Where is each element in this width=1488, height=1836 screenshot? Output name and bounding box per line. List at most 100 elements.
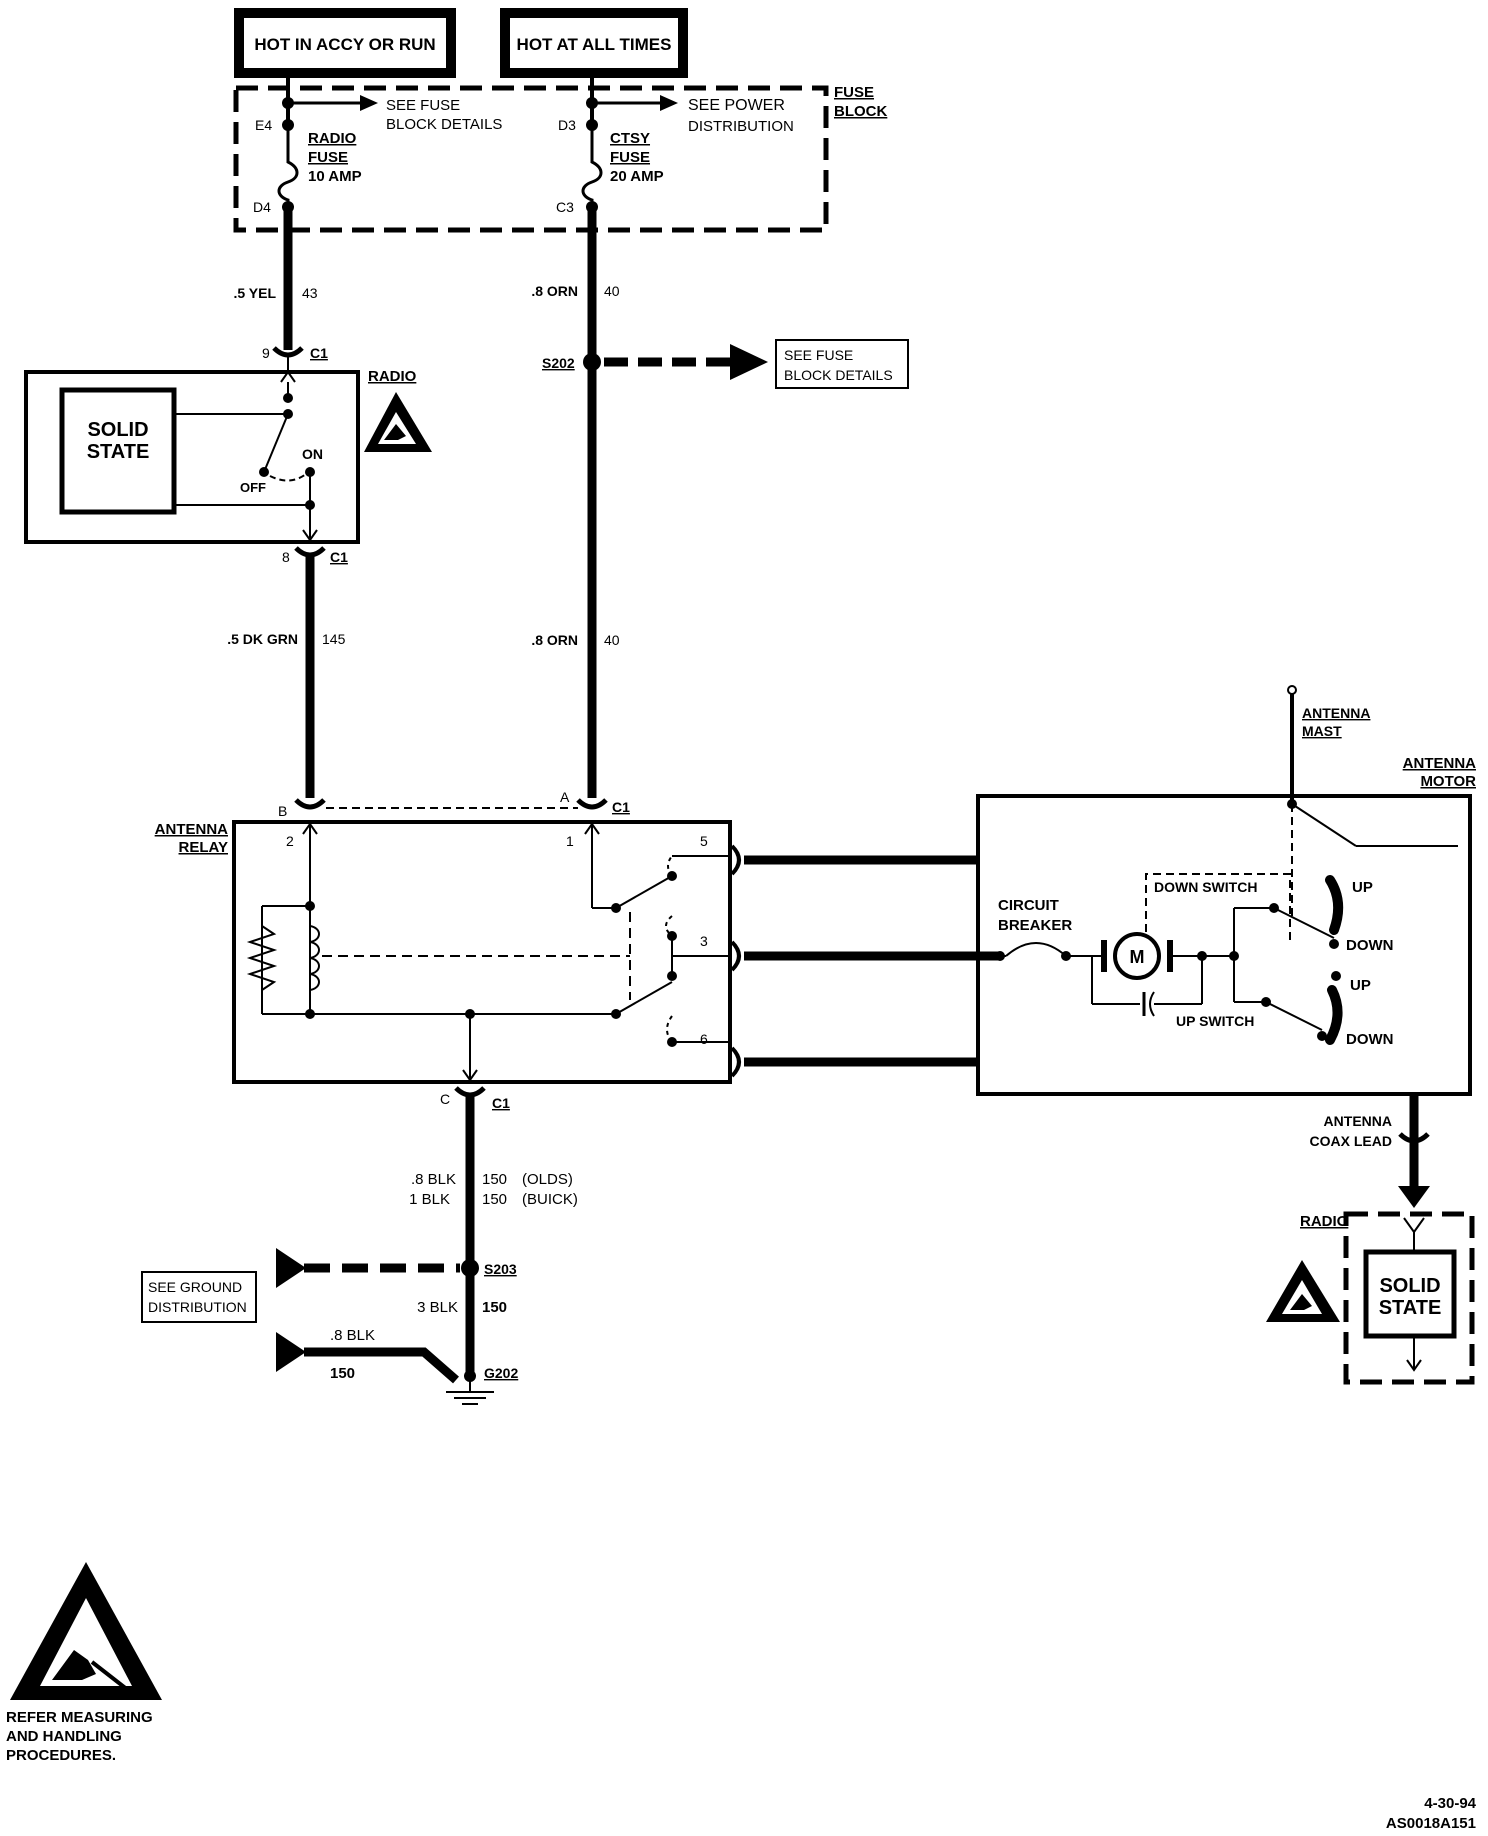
s202-see-text: SEE FUSE [784,347,853,363]
radio-power-switch [174,382,318,542]
svg-text:PROCEDURES.: PROCEDURES. [6,1747,116,1764]
antenna-mast-label: ANTENNA [1302,705,1370,721]
radio-fuse-out-pin: D4 [253,199,271,215]
ctsy-fuse-rating: 20 AMP [610,168,664,185]
blk-wire-buick-circuit: 150 [482,1191,507,1208]
ground-see-text: SEE GROUND [148,1279,242,1295]
motor-harness [744,855,1000,1067]
radio-pin-9: 9 [262,345,270,361]
hot-accy-run-label: HOT IN ACCY OR RUN [254,35,435,54]
svg-text:DISTRIBUTION: DISTRIBUTION [688,118,794,135]
radio2-box [1343,1211,1475,1385]
blk-3-circuit: 150 [482,1299,507,1316]
hot-all-times-label: HOT AT ALL TIMES [517,35,672,54]
orn-wire-top-gauge: .8 ORN [531,283,578,299]
radio-fuse-in-pin: E4 [255,117,272,133]
antenna-relay-internals [246,822,728,1082]
svg-text:STATE: STATE [1379,1297,1442,1319]
radio-solid-state-box [59,387,177,515]
g202-ground-icon [446,1376,494,1405]
ctsy-fuse-out-pin: C3 [556,199,574,215]
relay-terminal-6: 6 [700,1031,708,1047]
esd-note-text: REFER MEASURING [6,1709,153,1726]
yel-wire-gauge: .5 YEL [233,285,276,301]
radio-fuse-see: SEE FUSE [386,97,460,114]
orn-wire-top-circuit: 40 [604,283,620,299]
svg-text:BLOCK DETAILS: BLOCK DETAILS [784,367,893,383]
radio2-internal [1403,1217,1425,1372]
s203-arrow [276,1248,306,1288]
radio-connector-pin-9 [272,346,304,383]
blk-wire-olds-note: (OLDS) [522,1171,573,1188]
antenna-motor-label: ANTENNA [1403,755,1476,772]
svg-text:BLOCK DETAILS: BLOCK DETAILS [386,116,502,133]
fuse-block-title: FUSE [834,84,874,101]
g202-label: G202 [484,1365,518,1381]
up-label-bottom: UP [1350,977,1371,994]
radio-switch-off: OFF [240,480,266,495]
relay-output-connectors [730,844,741,1078]
down-label-bottom: DOWN [1346,1031,1394,1048]
s202-see-box [775,339,909,389]
relay-terminal-2: 2 [286,833,294,849]
up-label-top: UP [1352,879,1373,896]
relay-terminal-1: 1 [566,833,574,849]
radio2-solid-state-box [1363,1249,1457,1339]
ctsy-fuse-see: SEE POWER [688,97,785,114]
svg-text:BLOCK: BLOCK [834,103,887,120]
svg-text:RELAY: RELAY [179,839,228,856]
yel-wire-circuit: 43 [302,285,318,301]
radio2-label: RADIO [1300,1213,1349,1230]
esd-warning-icon [364,392,432,452]
down-switch-label: DOWN SWITCH [1154,879,1257,895]
relay-terminal-5: 5 [700,833,708,849]
antenna-relay-box [232,820,732,1084]
svg-text:STATE: STATE [87,441,150,463]
s203-splice [461,1259,479,1277]
antenna-motor-internals [978,803,1458,1031]
s203-label: S203 [484,1261,517,1277]
radio-fuse-rating: 10 AMP [308,168,362,185]
footer-code: AS0018A151 [1386,1815,1476,1832]
blk-wire-buick-gauge: 1 BLK [409,1191,450,1208]
down-limit-blade [1325,985,1343,1045]
ctsy-fuse-in-pin: D3 [558,117,576,133]
radio-solid-state-label: SOLID [87,419,148,441]
footer-date: 4-30-94 [1424,1795,1476,1812]
radio-fuse-name: RADIO [308,130,357,147]
coax-arrow [1398,1186,1430,1208]
radio-box [24,370,360,544]
motor-m-label: M [1130,947,1145,967]
relay-terminal-3: 3 [700,933,708,949]
esd-note-icon [10,1562,162,1700]
relay-pin-b: B [278,803,287,819]
relay-conn-c1-bottom: C1 [492,1095,510,1111]
blk-3-gauge: 3 BLK [417,1299,458,1316]
svg-text:COAX LEAD: COAX LEAD [1310,1133,1392,1149]
ctsy-fuse-name: CTSY [610,130,650,147]
s202-arrow [730,344,768,380]
radio-pin-8: 8 [282,549,290,565]
radio-label: RADIO [368,368,417,385]
fuse-block-outline [233,85,829,233]
radio-connector-pin-8 [294,546,326,558]
svg-text:MOTOR: MOTOR [1420,773,1476,790]
blk-branch-circuit: 150 [330,1365,355,1382]
blk-wire-olds-circuit: 150 [482,1171,507,1188]
down-label-top: DOWN [1346,937,1394,954]
radio-conn-c1-top: C1 [310,345,328,361]
svg-text:AND HANDLING: AND HANDLING [6,1728,122,1745]
dkgrn-wire-circuit: 145 [322,631,346,647]
esd-warning-icon-2 [1266,1260,1340,1322]
blk-wire-buick-note: (BUICK) [522,1191,578,1208]
relay-pin-c: C [440,1091,450,1107]
relay-pin-a: A [560,789,570,805]
svg-text:BREAKER: BREAKER [998,917,1072,934]
orn-wire-mid-circuit: 40 [604,632,620,648]
orn-wire-mid-gauge: .8 ORN [531,632,578,648]
blk-wire-olds-gauge: .8 BLK [411,1171,456,1188]
antenna-motor-nodes [995,799,1341,1041]
antenna-relay-nodes [305,871,677,1047]
radio-conn-c1-bottom: C1 [330,549,348,565]
